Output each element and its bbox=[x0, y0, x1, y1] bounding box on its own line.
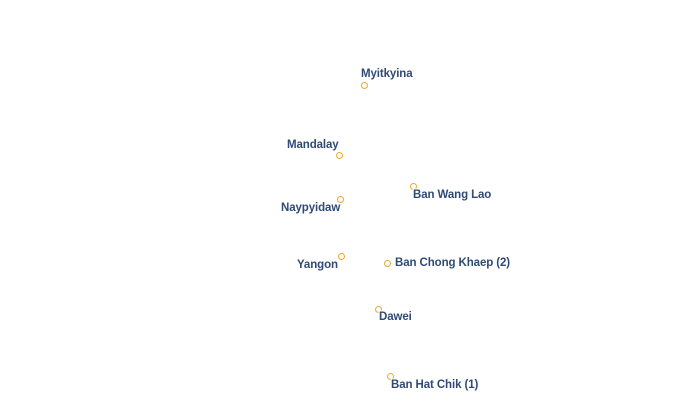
place-marker-icon[interactable] bbox=[409, 182, 417, 190]
place-label: Ban Wang Lao bbox=[413, 189, 492, 201]
place-label: Dawei bbox=[379, 311, 412, 323]
place-label: Myitkyina bbox=[361, 68, 413, 80]
place-label: Yangon bbox=[297, 259, 338, 271]
place-marker-icon[interactable] bbox=[374, 305, 382, 313]
place-marker-icon[interactable] bbox=[337, 252, 345, 260]
place-label: Ban Chong Khaep (2) bbox=[395, 257, 511, 269]
place-label: Mandalay bbox=[287, 139, 339, 151]
place-marker-icon[interactable] bbox=[386, 372, 394, 380]
place-marker-icon[interactable] bbox=[383, 259, 391, 267]
place-marker-icon[interactable] bbox=[335, 151, 343, 159]
place-label: Naypyidaw bbox=[281, 202, 341, 214]
place-label: Ban Hat Chik (1) bbox=[391, 379, 479, 391]
place-marker-icon[interactable] bbox=[360, 81, 368, 89]
place-marker-icon[interactable] bbox=[336, 195, 344, 203]
